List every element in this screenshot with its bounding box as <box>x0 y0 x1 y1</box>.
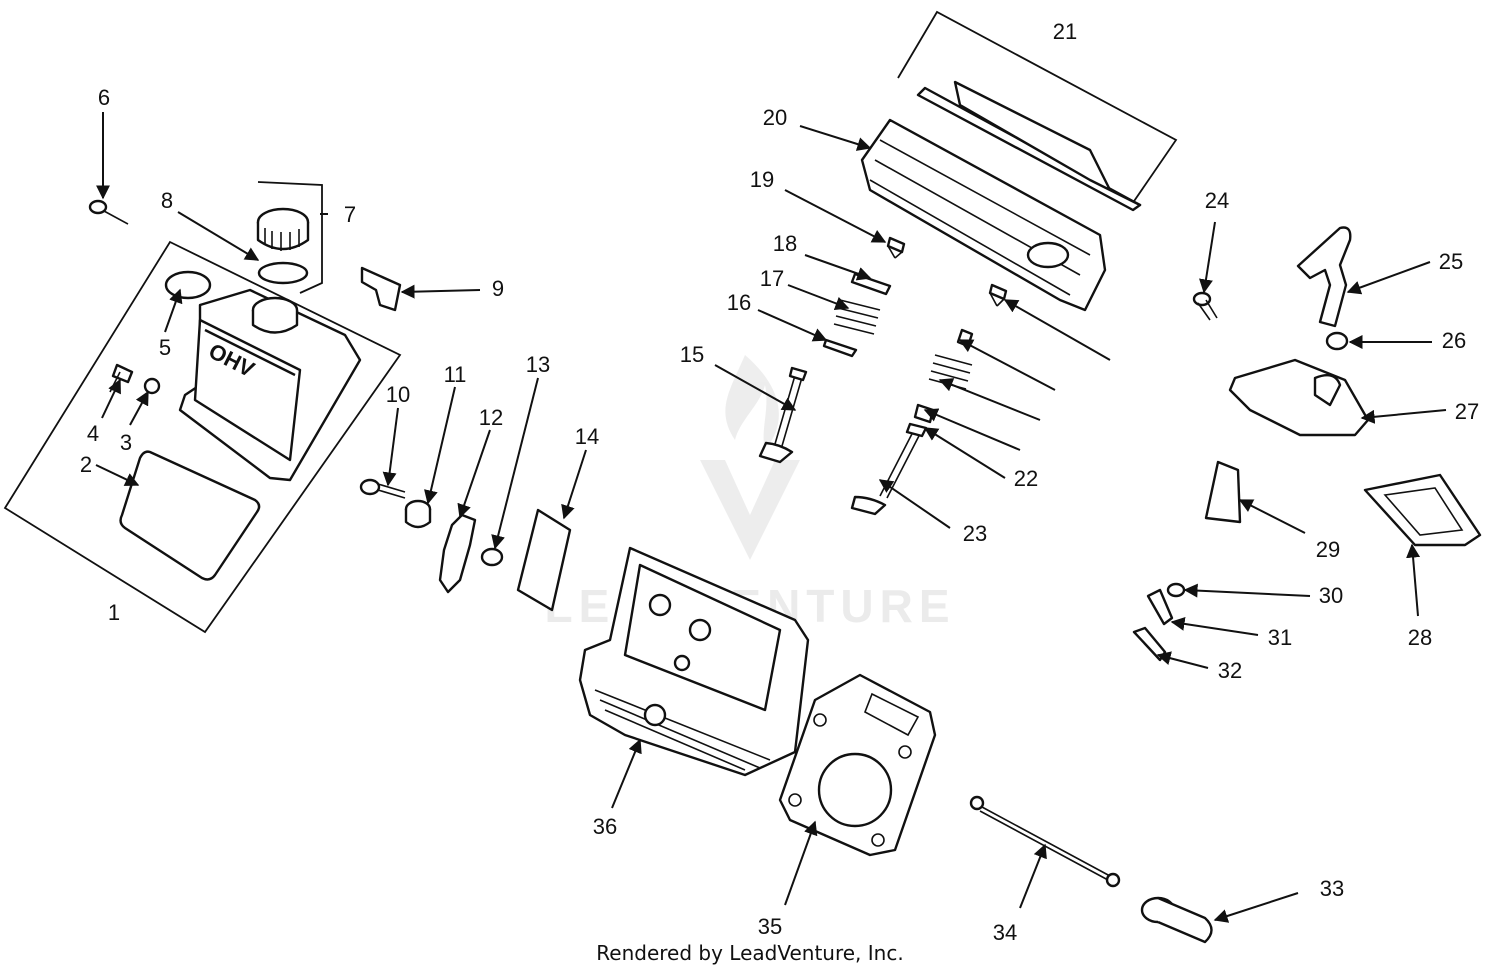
callout-17: 17 <box>760 266 784 291</box>
callout-4: 4 <box>87 421 99 446</box>
cover-screw <box>109 363 134 393</box>
fitting-screw <box>1166 582 1186 598</box>
washer <box>480 547 504 567</box>
callout-15: 15 <box>680 342 704 367</box>
valve-keeper-right <box>988 283 1008 307</box>
cylinder-head <box>578 546 810 777</box>
callout-31: 31 <box>1268 625 1292 650</box>
head-gasket <box>778 673 937 857</box>
callout-3: 3 <box>120 430 132 455</box>
callout-9: 9 <box>492 276 504 301</box>
oil-fill-cap <box>256 207 310 251</box>
breather-bolt <box>1192 291 1218 321</box>
cover-gasket <box>119 450 261 581</box>
callout-5: 5 <box>159 335 171 360</box>
parts: OHV <box>3 10 1482 944</box>
callout-30: 30 <box>1319 583 1343 608</box>
valve-keeper-left <box>886 236 906 259</box>
callout-22: 22 <box>1014 466 1038 491</box>
callout-7: 7 <box>344 202 356 227</box>
callout-14: 14 <box>575 424 599 449</box>
valve-spring-left <box>833 299 881 335</box>
intake-valve <box>850 422 928 516</box>
valve-lifter <box>1140 896 1213 944</box>
exhaust-valve <box>758 366 808 464</box>
oil-cap-bracket <box>257 181 323 294</box>
kit-bracket-1 <box>3 240 402 634</box>
head-assembly <box>860 80 1142 312</box>
leader-lines <box>95 112 1447 923</box>
rocker-arm <box>438 513 477 594</box>
callout-26: 26 <box>1442 328 1466 353</box>
footer-credit: Rendered by LeadVenture, Inc. <box>596 941 903 965</box>
callout-20: 20 <box>763 105 787 130</box>
breather-reed <box>1204 460 1242 524</box>
breather-hose <box>1296 226 1352 328</box>
callout-32: 32 <box>1218 658 1242 683</box>
elbow-fitting <box>1146 588 1174 626</box>
callout-18: 18 <box>773 231 797 256</box>
callout-labels: 1 2 3 4 5 6 7 8 9 10 11 12 13 14 15 16 1… <box>80 19 1479 945</box>
callout-2: 2 <box>80 452 92 477</box>
callout-28: 28 <box>1408 625 1432 650</box>
head-kit-bracket <box>897 10 1178 208</box>
callout-16: 16 <box>727 290 751 315</box>
hose-clamp <box>1325 331 1349 351</box>
callout-24: 24 <box>1205 188 1229 213</box>
valve-seal-left <box>822 338 858 358</box>
callout-34: 34 <box>993 920 1017 945</box>
rocker-bolt <box>359 478 406 499</box>
callout-13: 13 <box>526 352 550 377</box>
callout-19: 19 <box>750 167 774 192</box>
breather-gasket <box>1363 473 1482 547</box>
push-rod <box>969 795 1121 888</box>
watermark: LEADVENTURE <box>544 355 950 632</box>
valve-spring-right <box>928 354 973 390</box>
callout-23: 23 <box>963 521 987 546</box>
breather-clip <box>360 266 402 312</box>
callout-27: 27 <box>1455 399 1479 424</box>
breather-screw <box>88 199 129 225</box>
cap-gasket <box>257 261 309 285</box>
callout-8: 8 <box>161 188 173 213</box>
callout-6: 6 <box>98 85 110 110</box>
callout-10: 10 <box>386 382 410 407</box>
breather-cover <box>1228 358 1370 437</box>
callout-29: 29 <box>1316 537 1340 562</box>
callout-33: 33 <box>1320 876 1344 901</box>
valve-cover: OHV <box>178 288 362 482</box>
callout-21: 21 <box>1053 19 1077 44</box>
callout-35: 35 <box>758 914 782 939</box>
callout-1: 1 <box>108 600 120 625</box>
push-rod-guide <box>516 508 572 612</box>
callout-36: 36 <box>593 814 617 839</box>
spring-retainer-left <box>850 272 892 296</box>
cover-nut <box>143 377 161 395</box>
o-ring <box>164 270 212 300</box>
callout-12: 12 <box>479 405 503 430</box>
valve-seal-right <box>913 403 935 424</box>
rocker-pivot <box>404 499 432 529</box>
callout-11: 11 <box>444 362 467 387</box>
callout-25: 25 <box>1439 249 1463 274</box>
